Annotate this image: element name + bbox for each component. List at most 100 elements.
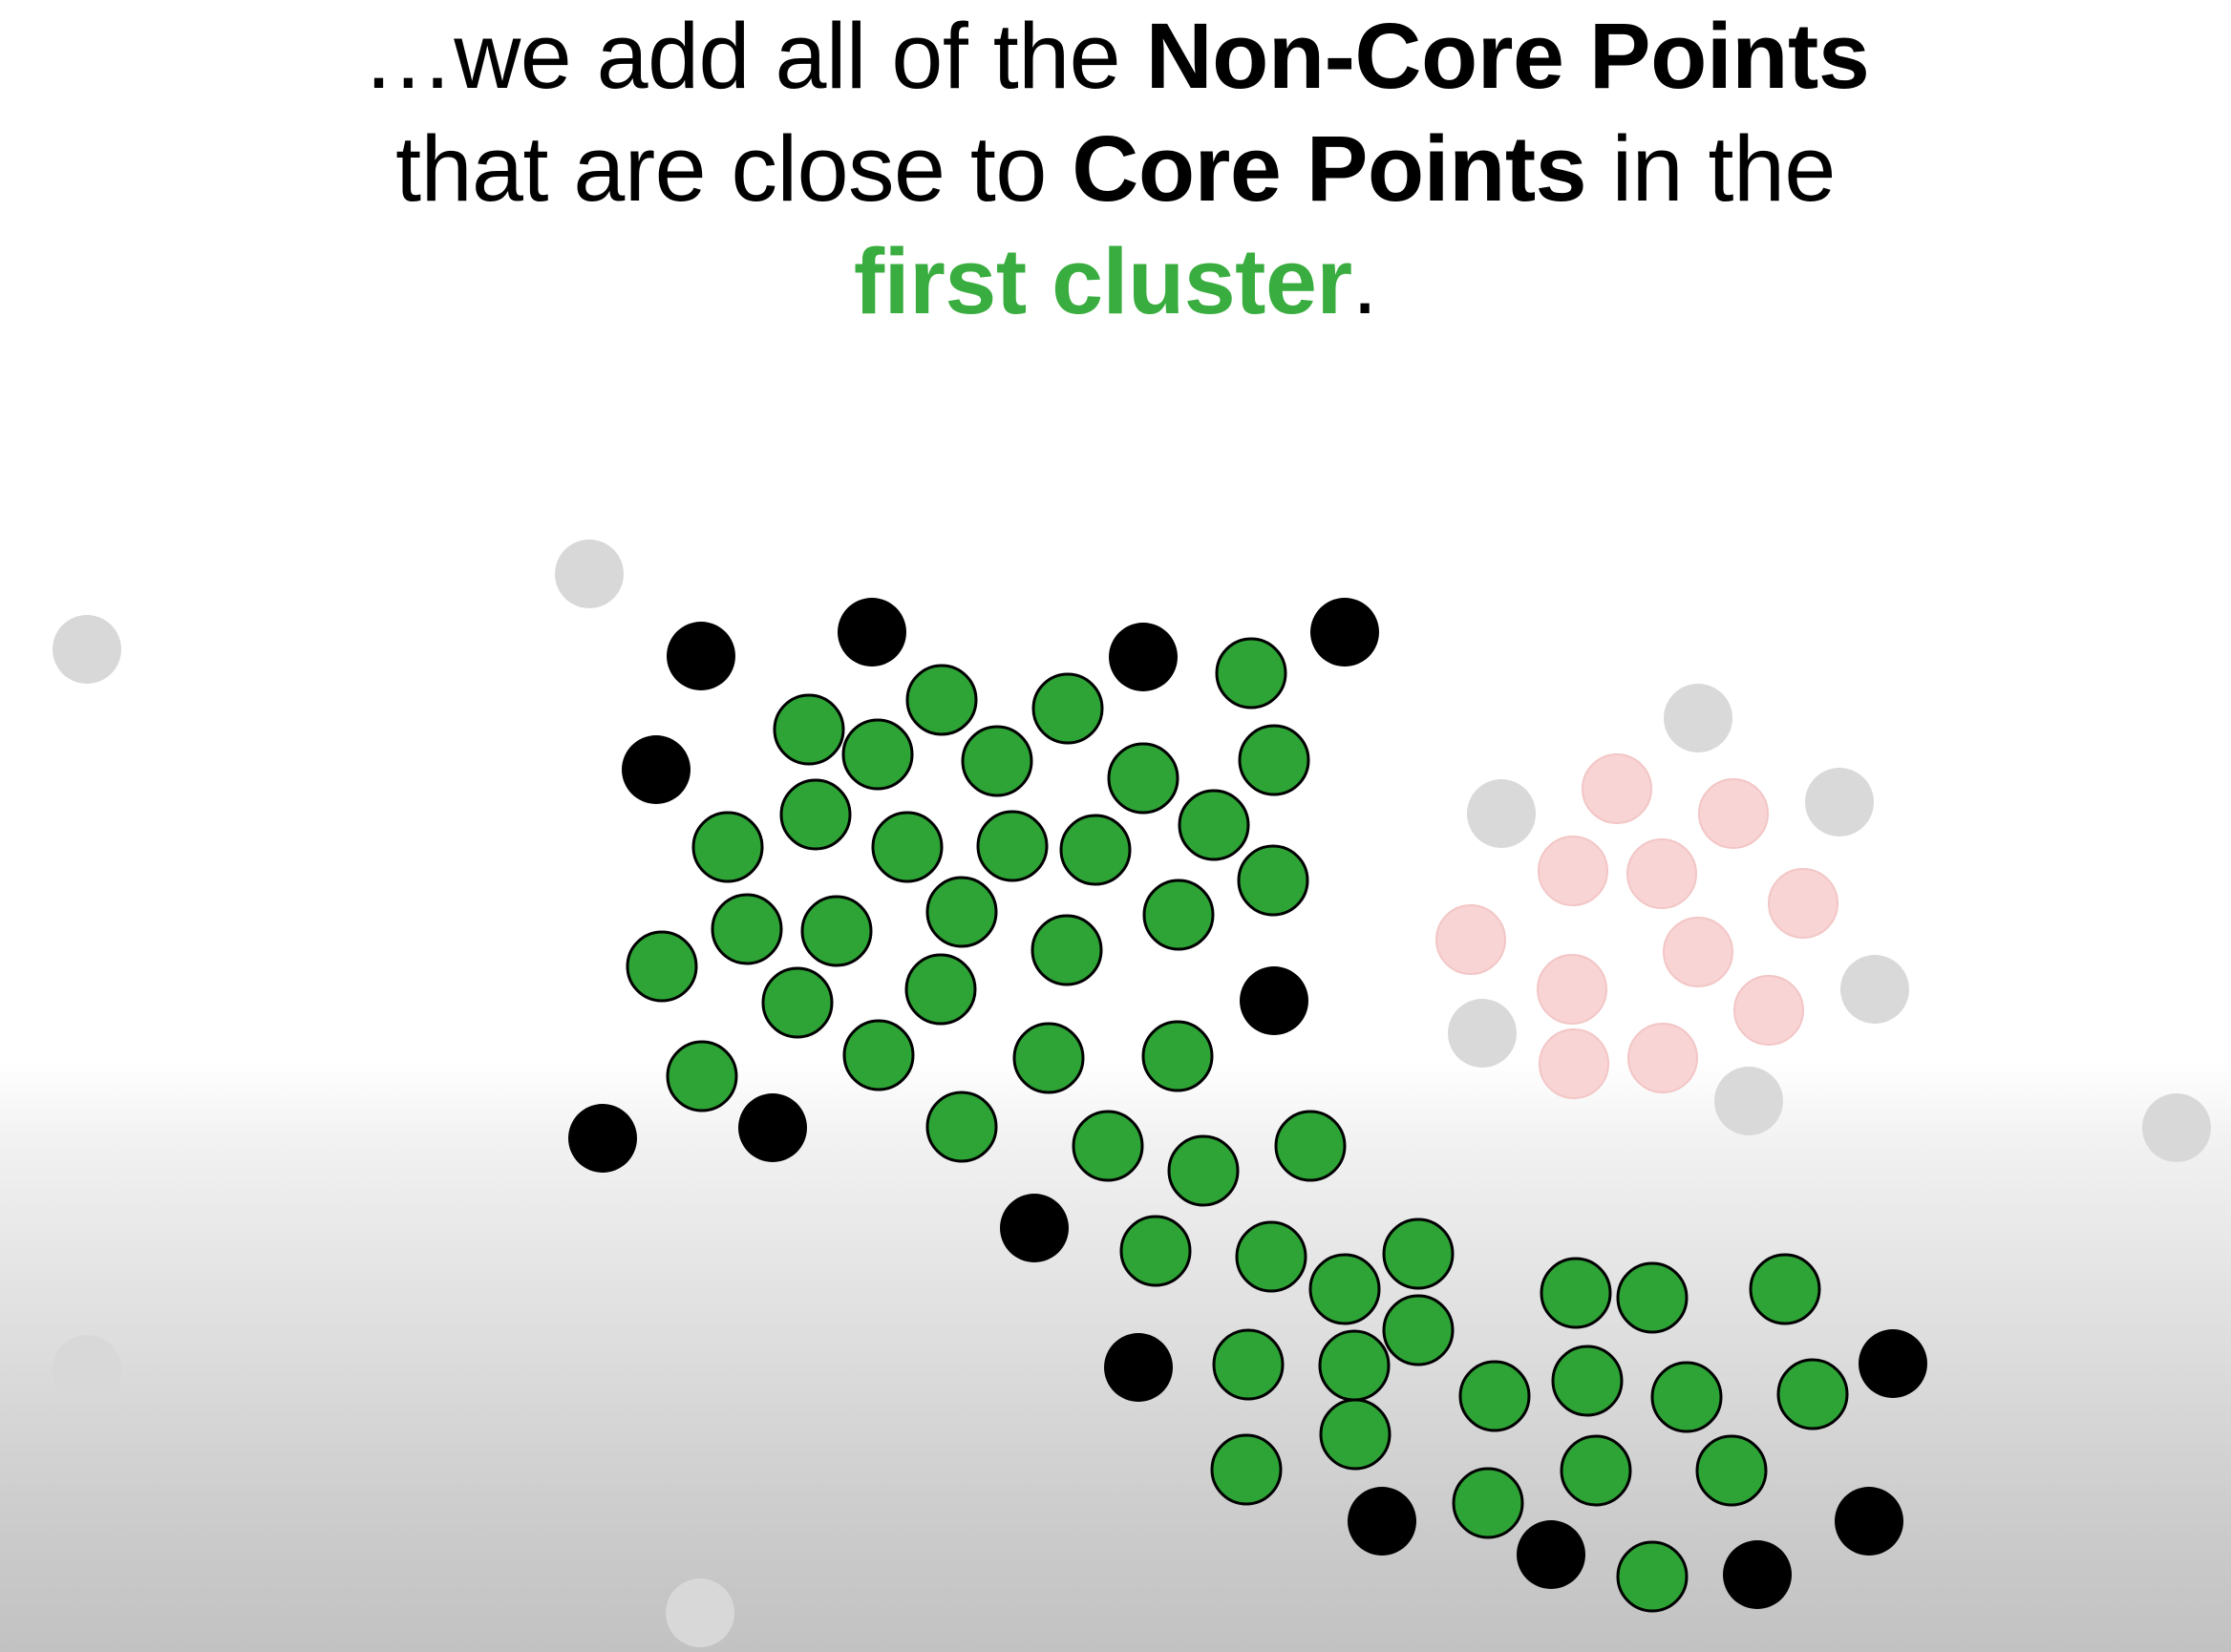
non-core-point-7	[738, 1093, 807, 1162]
caption: …we add all of the Non-Core Points that …	[0, 0, 2231, 338]
faded-pink-point-8	[1733, 975, 1804, 1046]
cluster-core-point-35	[1382, 1294, 1455, 1366]
outlier-point-0	[555, 540, 624, 608]
non-core-point-12	[1517, 1520, 1585, 1589]
cluster-core-point-41	[1458, 1360, 1531, 1432]
faded-gray-point-0	[1664, 684, 1732, 752]
faded-gray-point-3	[1840, 955, 1909, 1024]
cluster-core-point-25	[842, 1019, 915, 1091]
non-core-point-9	[1104, 1333, 1173, 1402]
cluster-core-point-13	[1178, 789, 1250, 861]
faded-gray-point-1	[1467, 779, 1536, 848]
non-core-point-6	[568, 1104, 637, 1173]
cluster-core-point-40	[1318, 1329, 1391, 1402]
cluster-core-point-31	[1119, 1215, 1192, 1287]
cluster-core-point-28	[1072, 1110, 1144, 1182]
cluster-core-point-6	[1107, 742, 1179, 815]
cluster-core-point-14	[1237, 844, 1309, 917]
faded-gray-point-5	[1714, 1067, 1783, 1135]
outlier-point-4	[666, 1578, 734, 1647]
cluster-core-point-46	[1319, 1398, 1392, 1471]
cluster-core-point-23	[1141, 1020, 1214, 1092]
cluster-core-point-11	[976, 810, 1049, 882]
cluster-core-point-33	[1382, 1218, 1455, 1290]
cluster-core-point-16	[711, 893, 783, 965]
non-core-point-10	[1859, 1329, 1927, 1398]
caption-period: .	[1351, 229, 1378, 333]
cluster-core-point-24	[666, 1040, 738, 1112]
cluster-core-point-5	[961, 725, 1033, 797]
cluster-core-point-30	[1274, 1110, 1347, 1182]
caption-non-core-points: Non-Core Points	[1145, 4, 1870, 108]
cluster-core-point-48	[1560, 1434, 1632, 1507]
cluster-core-point-38	[1749, 1253, 1821, 1325]
non-core-point-8	[1000, 1194, 1069, 1262]
cluster-core-point-34	[1308, 1253, 1381, 1325]
cluster-core-point-37	[1616, 1261, 1689, 1334]
non-core-point-1	[838, 598, 906, 667]
cluster-core-point-3	[1215, 637, 1287, 710]
cluster-core-point-42	[1551, 1345, 1624, 1417]
faded-pink-point-2	[1538, 836, 1608, 906]
caption-line-2-text: that are close to	[395, 116, 1073, 221]
cluster-core-point-4	[841, 718, 914, 791]
caption-line-1-text: …we add all of the	[361, 4, 1146, 108]
cluster-core-point-19	[1031, 914, 1103, 986]
cluster-core-point-10	[871, 811, 944, 883]
cluster-core-point-0	[773, 693, 845, 766]
faded-pink-point-3	[1626, 838, 1697, 909]
caption-line-1: …we add all of the Non-Core Points	[0, 0, 2231, 113]
cluster-core-point-12	[1059, 814, 1132, 886]
non-core-point-5	[1240, 966, 1308, 1035]
caption-core-points: Core Points	[1072, 116, 1587, 221]
faded-pink-point-5	[1768, 868, 1838, 939]
outlier-point-2	[2142, 1093, 2211, 1162]
non-core-point-3	[1310, 598, 1379, 667]
cluster-core-point-7	[1238, 724, 1310, 796]
cluster-core-point-47	[1452, 1467, 1524, 1539]
cluster-core-point-43	[1650, 1361, 1723, 1433]
cluster-core-point-26	[1012, 1022, 1085, 1094]
cluster-core-point-22	[904, 953, 977, 1026]
caption-first-cluster: first cluster	[853, 229, 1352, 333]
faded-pink-point-6	[1663, 917, 1733, 987]
cluster-core-point-2	[1031, 672, 1104, 745]
faded-pink-point-9	[1539, 1028, 1609, 1099]
cluster-core-point-20	[626, 930, 698, 1003]
cluster-core-point-21	[761, 966, 834, 1039]
faded-gray-point-4	[1448, 999, 1517, 1068]
outlier-point-1	[53, 615, 121, 684]
cluster-core-point-45	[1210, 1433, 1283, 1506]
outlier-point-3	[53, 1335, 121, 1404]
cluster-core-point-49	[1695, 1434, 1768, 1507]
faded-pink-point-4	[1435, 904, 1506, 975]
non-core-point-0	[667, 622, 735, 690]
cluster-core-point-17	[800, 895, 873, 967]
non-core-point-2	[1109, 623, 1178, 691]
non-core-point-13	[1723, 1540, 1792, 1609]
non-core-point-11	[1348, 1487, 1416, 1556]
non-core-point-4	[622, 735, 691, 804]
caption-line-2: that are close to Core Points in the	[0, 113, 2231, 225]
cluster-core-point-32	[1235, 1220, 1307, 1293]
cluster-core-point-18	[925, 876, 998, 948]
caption-line-2-end: in the	[1586, 116, 1837, 221]
faded-pink-point-1	[1698, 778, 1769, 849]
faded-pink-point-10	[1627, 1023, 1698, 1093]
cluster-core-point-27	[925, 1091, 998, 1163]
faded-gray-point-2	[1805, 768, 1874, 837]
cluster-core-point-36	[1540, 1257, 1612, 1329]
cluster-core-point-50	[1616, 1540, 1689, 1613]
faded-pink-point-7	[1537, 954, 1607, 1025]
faded-pink-point-0	[1582, 753, 1652, 824]
cluster-core-point-15	[1142, 879, 1215, 951]
non-core-point-14	[1835, 1487, 1903, 1556]
cluster-core-point-29	[1167, 1134, 1240, 1207]
cluster-core-point-8	[691, 811, 764, 883]
cluster-core-point-44	[1776, 1358, 1849, 1430]
cluster-core-point-39	[1212, 1328, 1285, 1401]
cluster-core-point-9	[779, 778, 852, 851]
caption-line-3: first cluster.	[0, 225, 2231, 338]
cluster-core-point-1	[905, 664, 978, 736]
